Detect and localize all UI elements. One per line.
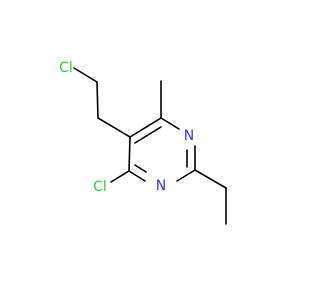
bond-ch2-ch2 <box>96 81 99 119</box>
bond-n3-c4 <box>128 170 146 182</box>
bond-c2-ch2 <box>194 169 227 189</box>
bond-c5-c6-inner <box>134 126 162 144</box>
bond-c4-c5 <box>128 136 131 172</box>
nitrogen-atom-lower: N <box>156 178 166 194</box>
bond-n3-c4-inner <box>134 164 147 173</box>
bond-c4-cl <box>110 170 130 183</box>
nitrogen-atom-upper: N <box>184 128 194 144</box>
bond-c6-n1 <box>160 117 180 130</box>
bond-cl-ch2 <box>73 67 98 83</box>
bond-ch2-ring <box>97 117 131 138</box>
chlorine-atom-ring: Cl <box>93 179 107 195</box>
bond-c2-n3 <box>176 169 196 182</box>
bond-c5-c6 <box>129 117 162 138</box>
chlorine-atom-chain: Cl <box>59 60 73 76</box>
molecule-structure: Cl Cl N N <box>59 60 227 225</box>
